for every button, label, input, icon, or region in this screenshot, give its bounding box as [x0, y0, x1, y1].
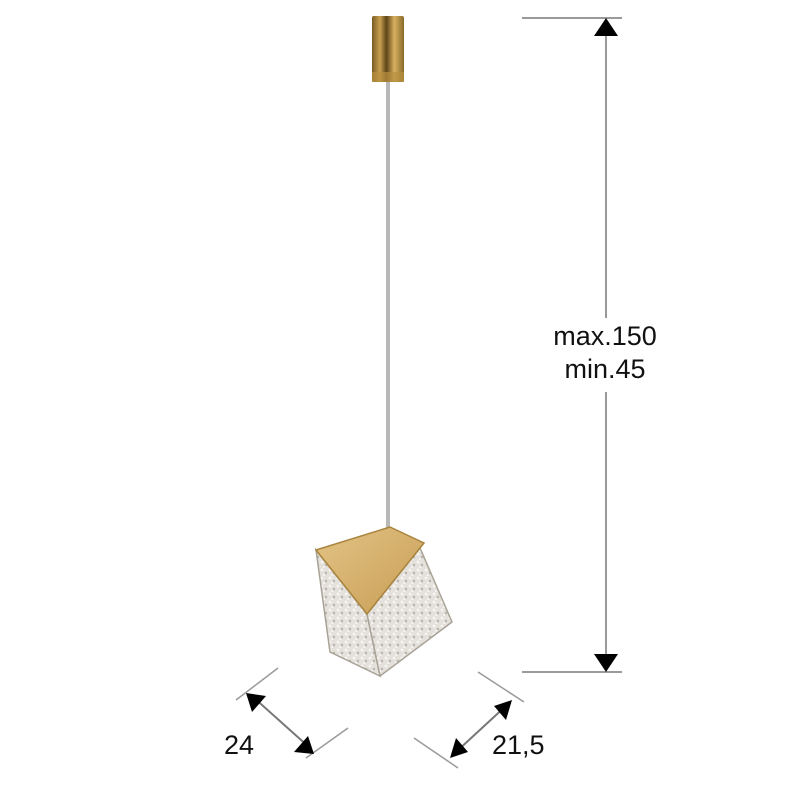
height-dimension	[522, 17, 622, 673]
height-max-label: max.150	[553, 321, 657, 351]
cube-shade	[314, 526, 453, 678]
height-label: max.150 min.45	[530, 320, 680, 386]
width-label: 24	[224, 730, 255, 760]
arrow-down-left-icon	[450, 738, 468, 758]
width-dimension	[235, 667, 349, 759]
depth-dimension	[413, 671, 525, 769]
arrow-down-icon	[594, 654, 618, 672]
arrow-up-icon	[594, 18, 618, 36]
arrow-up-right-icon	[494, 700, 512, 720]
arrow-up-left-icon	[246, 693, 266, 712]
gold-top-face	[314, 526, 426, 616]
ceiling-canopy	[372, 16, 404, 82]
depth-label: 21,5	[492, 730, 545, 760]
height-min-label: min.45	[564, 354, 646, 384]
arrow-down-right-icon	[294, 736, 314, 754]
